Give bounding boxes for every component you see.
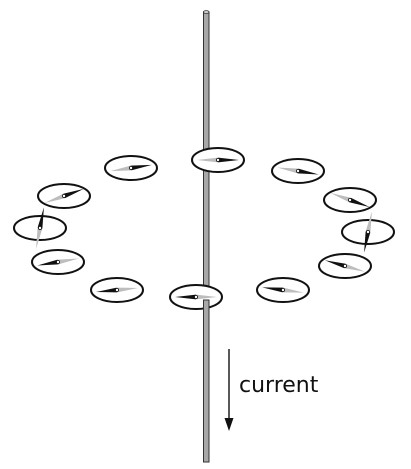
wire-top-end <box>204 11 210 14</box>
compass <box>38 184 90 208</box>
compass <box>342 211 394 252</box>
compass-pivot <box>194 295 197 298</box>
compass-pivot <box>216 158 219 161</box>
current-label: current <box>239 373 319 398</box>
compass-pivot <box>62 194 65 197</box>
compass <box>170 285 222 309</box>
current-arrow-head <box>225 418 234 431</box>
compass-pivot <box>115 288 118 291</box>
compass-pivot <box>348 198 351 201</box>
compass <box>272 159 324 183</box>
compass <box>105 156 157 180</box>
compass <box>91 278 143 302</box>
wire-front-segment <box>204 300 210 462</box>
compass-pivot <box>38 226 41 229</box>
compass <box>324 188 376 212</box>
compass-pivot <box>296 169 299 172</box>
current-arrow <box>225 349 234 431</box>
compass <box>32 250 84 274</box>
compass <box>14 207 66 248</box>
compass-pivot <box>343 264 346 267</box>
compass <box>319 254 371 278</box>
compass <box>192 148 244 172</box>
compass-pivot <box>56 260 59 263</box>
compass-pivot <box>281 288 284 291</box>
compass-pivot <box>129 166 132 169</box>
compass <box>257 278 309 302</box>
compass-pivot <box>366 230 369 233</box>
